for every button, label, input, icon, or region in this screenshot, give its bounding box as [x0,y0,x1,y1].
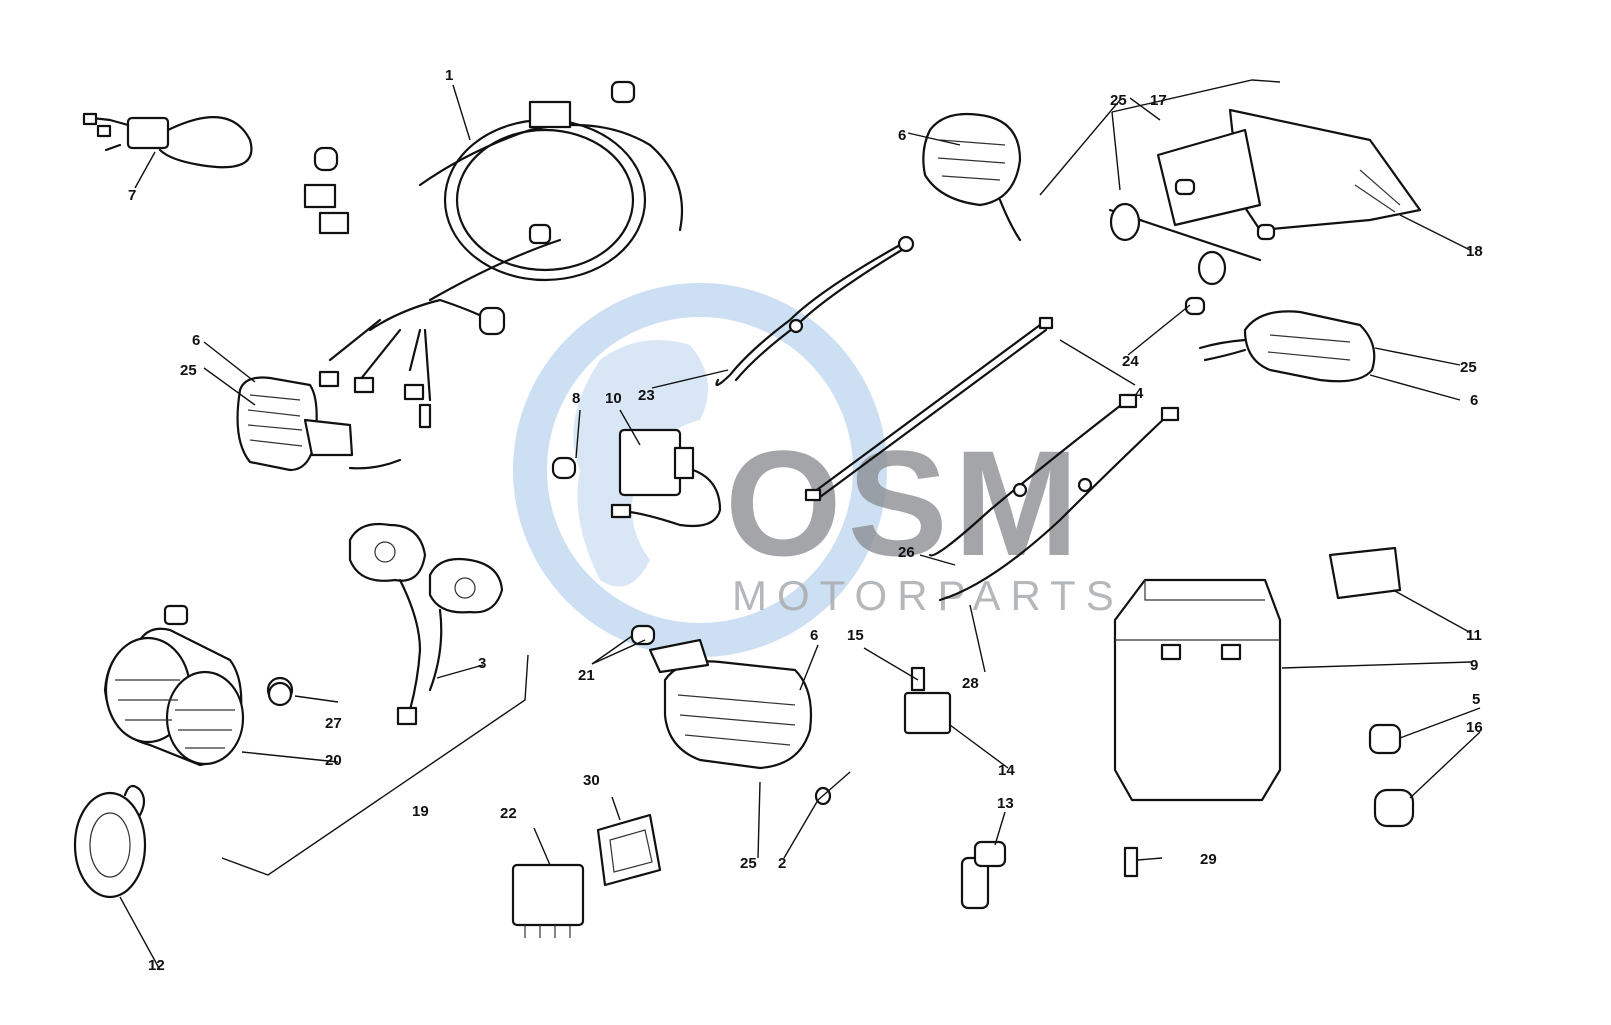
callout-6: 6 [192,332,200,349]
part-8-cap [551,456,577,480]
part-21-socket [630,624,656,646]
callout-20: 20 [325,752,342,769]
part-29-terminal [1123,846,1139,878]
callout-28: 28 [962,675,979,692]
part-14-relay [903,666,952,735]
callout-17: 17 [1150,92,1167,109]
part-30-cover [596,813,662,887]
callout-29: 29 [1200,851,1217,868]
part-6-turn-signal-front [648,638,813,770]
callout-25-right: 25 [1460,359,1477,376]
callout-18: 18 [1466,243,1483,260]
callout-9: 9 [1470,657,1478,674]
part-27-bulb [267,681,293,707]
callout-23: 23 [638,387,655,404]
part-26-28-cables [928,393,1180,602]
callout-13: 13 [997,795,1014,812]
callout-8: 8 [572,390,580,407]
callout-10: 10 [605,390,622,407]
callout-5: 5 [1472,691,1480,708]
part-1-wiring-harness [303,80,684,429]
callout-19: 19 [412,803,429,820]
part-23-cable [715,235,915,387]
callout-6-top: 6 [898,127,906,144]
part-10-module [610,428,722,528]
callout-15: 15 [847,627,864,644]
part-11-regulator [1328,546,1402,600]
callout-25-top: 25 [1110,92,1127,109]
watermark-logo: OSM [725,419,1085,587]
callout-16: 16 [1466,719,1483,736]
part-24-bulb [1184,296,1206,316]
callout-1: 1 [445,67,453,84]
callout-2: 2 [778,855,786,872]
part-12-horn [73,784,147,899]
callout-numbers: 1 7 6 25 23 8 10 3 27 20 19 12 21 6 22 3… [128,67,1483,974]
part-3-horn-assembly [348,522,504,726]
part-5-cap [1368,723,1402,755]
part-20-headlight [103,604,294,767]
callout-22: 22 [500,805,517,822]
callout-7: 7 [128,187,136,204]
callout-11: 11 [1466,627,1482,644]
part-6-turn-signal-left [236,376,402,472]
part-19-bracket [221,654,529,876]
callout-25: 25 [180,362,197,379]
callout-6-front: 6 [810,627,818,644]
leader-lines [119,79,1481,971]
callout-4: 4 [1135,385,1144,402]
callout-12: 12 [148,957,165,974]
part-9-battery [1113,578,1282,802]
part-4-cable [804,316,1054,502]
part-18-tail-light [1108,108,1422,286]
callout-27: 27 [325,715,342,732]
callout-14: 14 [998,762,1015,779]
watermark-subtext: MOTORPARTS [732,572,1124,619]
callout-3: 3 [478,655,486,672]
part-7-switch [82,112,253,169]
callout-6-right: 6 [1470,392,1478,409]
callout-26: 26 [898,544,915,561]
part-22-relay [511,863,585,938]
callout-30: 30 [583,772,600,789]
part-16-boot [1373,788,1415,828]
part-6-turn-signal-top [922,112,1022,242]
callout-21: 21 [578,667,595,684]
part-13-plug-cap [960,840,1007,910]
part-6-turn-signal-right [1198,310,1376,383]
callout-24: 24 [1122,353,1139,370]
callout-25-front: 25 [740,855,757,872]
